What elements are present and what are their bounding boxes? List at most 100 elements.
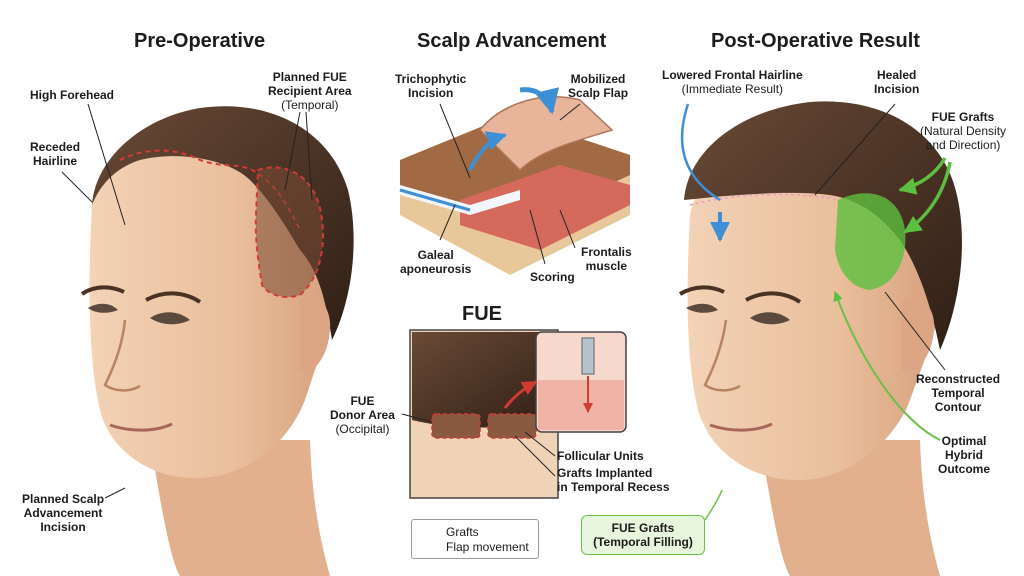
label-planned-scalp-incision: Planned Scalp Advancement Incision xyxy=(22,492,104,534)
pre-op-nose xyxy=(103,319,141,392)
pre-leader-incision xyxy=(104,487,126,499)
label-fue-grafts-line-1: FUE Grafts xyxy=(931,110,995,124)
pre-leader-recipient-a xyxy=(284,111,301,191)
fue-panel xyxy=(409,329,627,499)
label-lowered-frontal-hairline: Lowered Frontal Hairline (Immediate Resu… xyxy=(662,68,803,96)
label-frontalis-muscle: Frontalis muscle xyxy=(581,245,632,273)
post-op-brow-right xyxy=(745,291,802,304)
post-green-arrow-2 xyxy=(903,161,952,234)
heading-scalp-advancement: Scalp Advancement xyxy=(417,30,607,52)
scalp-layer-galea xyxy=(400,185,520,215)
label-contour-line-3: Contour xyxy=(934,400,982,414)
scalp-layer-blue xyxy=(399,188,471,212)
fue-donor-strip-left xyxy=(431,413,481,439)
pre-leader-high-forehead xyxy=(87,103,126,226)
post-op-eye-left xyxy=(686,303,718,313)
post-op-eye-right xyxy=(750,312,790,325)
post-green-leader-optimal xyxy=(833,291,941,441)
heading-post-operative: Post-Operative Result xyxy=(711,30,920,52)
scalp-leader-flap xyxy=(559,103,581,121)
legend-item-grafts: Grafts xyxy=(446,525,479,539)
label-grafts-line-2: in Temporal Recess xyxy=(557,480,670,494)
fue-inset-skin-layer xyxy=(538,380,624,430)
label-receded-hairline: Receded Hairline xyxy=(30,140,80,168)
label-optimal-line-3: Outcome xyxy=(938,462,991,476)
label-reconstructed-temporal-contour: Reconstructed Temporal Contour xyxy=(916,372,1000,414)
label-contour-line-2: Temporal xyxy=(931,386,985,400)
post-green-arrow-1 xyxy=(898,157,947,195)
heading-pre-operative: Pre-Operative xyxy=(134,30,266,52)
post-op-nose xyxy=(703,319,741,392)
label-lowered-line-2: (Immediate Result) xyxy=(681,82,784,96)
label-fue-grafts-line-2: (Natural Density xyxy=(920,124,1007,138)
pre-leader-recipient-b xyxy=(305,111,313,201)
label-receded-line-1: Receded xyxy=(30,140,81,154)
scalp-flap-arrow-1 xyxy=(468,131,507,171)
label-frontalis-line-2: muscle xyxy=(585,259,628,273)
pre-op-ear xyxy=(300,296,331,373)
pre-op-mouth xyxy=(109,422,173,432)
post-green-leader-callout xyxy=(704,489,723,521)
scalp-leader-scoring xyxy=(529,209,546,265)
callout-line-2: (Temporal Filling) xyxy=(593,535,693,549)
scalp-flap xyxy=(478,96,614,172)
label-donor-line-1: FUE xyxy=(350,394,375,408)
heading-fue: FUE xyxy=(462,303,502,325)
label-healed-line-1: Healed xyxy=(876,68,917,82)
scalp-advancement-diagram xyxy=(399,87,630,275)
label-healed-incision: Healed Incision xyxy=(874,68,919,96)
post-op-healed-incision xyxy=(689,193,841,206)
pre-op-brow-left xyxy=(80,285,125,296)
label-frontalis-line-1: Frontalis xyxy=(581,245,632,259)
label-mobilized-scalp-flap: Mobilized Scalp Flap xyxy=(568,72,628,100)
label-scoring: Scoring xyxy=(530,270,575,284)
label-grafts-implanted: Grafts Implanted in Temporal Recess xyxy=(557,466,670,494)
legend: Grafts Flap movement xyxy=(411,519,539,559)
scalp-leader-galeal xyxy=(439,204,456,241)
post-op-brow-left xyxy=(678,285,725,296)
pre-op-recipient-area xyxy=(254,166,324,298)
fue-leader-donor xyxy=(401,413,433,423)
label-fue-grafts-natural: FUE Grafts (Natural Density and Directio… xyxy=(920,110,1006,152)
label-flap-line-2: Scalp Flap xyxy=(568,86,629,100)
post-blue-arrow-lowered xyxy=(680,103,721,202)
post-op-fue-graft-area xyxy=(835,193,906,290)
fue-donor-strip-right xyxy=(487,413,537,439)
label-optimal-line-1: Optimal xyxy=(941,434,987,448)
label-follicular-units: Follicular Units xyxy=(557,449,644,463)
label-high-forehead: High Forehead xyxy=(30,88,115,102)
post-op-head xyxy=(678,101,962,576)
scalp-leader-tricho xyxy=(439,103,471,179)
pre-op-head xyxy=(80,106,354,576)
label-incision-line-2: Advancement xyxy=(23,506,103,520)
post-leader-healed xyxy=(814,103,896,196)
pre-op-hair xyxy=(92,106,354,340)
pre-op-brow-right xyxy=(145,291,202,304)
fue-back-of-head-hair xyxy=(412,332,556,428)
fue-transfer-arrow xyxy=(503,380,538,409)
label-trichophytic-incision: Trichophytic Incision xyxy=(395,72,466,100)
label-fue-donor-area: FUE Donor Area (Occipital) xyxy=(330,394,395,436)
label-fue-grafts-line-3: and Direction) xyxy=(925,138,1001,152)
post-op-hair xyxy=(684,101,962,350)
post-op-mouth xyxy=(709,422,773,432)
label-tricho-line-1: Trichophytic xyxy=(395,72,467,86)
label-incision-line-1: Planned Scalp xyxy=(22,492,105,506)
label-optimal-line-2: Hybrid xyxy=(945,448,984,462)
scalp-flap-arrow-2 xyxy=(519,87,559,115)
label-contour-line-1: Reconstructed xyxy=(916,372,1001,386)
label-donor-line-3: (Occipital) xyxy=(335,422,390,436)
callout-fue-grafts-temporal-filling: FUE Grafts (Temporal Filling) xyxy=(581,515,705,555)
label-recipient-line-1: Planned FUE xyxy=(272,70,347,84)
label-recipient-line-3: (Temporal) xyxy=(281,98,339,112)
label-incision-line-3: Incision xyxy=(40,520,86,534)
label-recipient-line-2: Recipient Area xyxy=(268,84,352,98)
callout-line-1: FUE Grafts xyxy=(611,521,675,535)
pre-op-eye-left xyxy=(88,303,118,313)
fue-leader-follicular xyxy=(524,431,556,457)
fue-leader-grafts xyxy=(514,435,556,477)
label-grafts-line-1: Grafts Implanted xyxy=(557,466,653,480)
label-tricho-line-2: Incision xyxy=(408,86,454,100)
label-flap-line-1: Mobilized xyxy=(570,72,626,86)
